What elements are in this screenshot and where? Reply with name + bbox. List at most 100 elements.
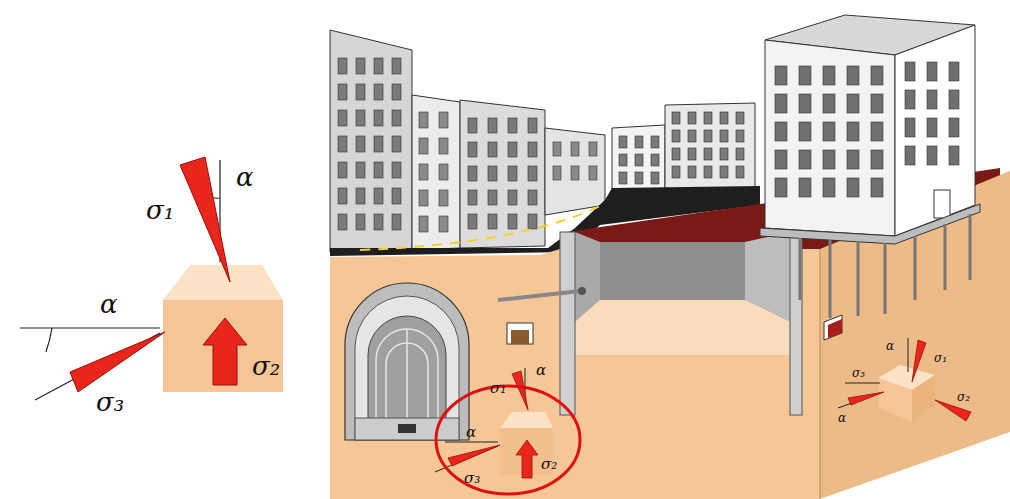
stress-cube-large	[20, 157, 283, 400]
tunnel-part	[345, 283, 469, 440]
excavation-pit-part	[578, 287, 586, 295]
window	[823, 122, 835, 141]
window	[799, 178, 811, 197]
window	[508, 118, 517, 133]
stress-cube-right-part	[845, 383, 880, 384]
window	[356, 84, 365, 100]
window	[392, 188, 401, 204]
window-grid	[619, 136, 659, 184]
window	[720, 112, 728, 124]
window	[439, 112, 448, 128]
window	[468, 142, 477, 157]
stress-cube-circled-part	[516, 440, 538, 478]
stress-cube-right-part	[912, 375, 935, 422]
window	[635, 172, 643, 184]
window	[651, 172, 659, 184]
window	[847, 94, 859, 113]
window	[528, 166, 537, 181]
window	[439, 138, 448, 154]
tunnel-part	[355, 418, 459, 440]
window	[553, 142, 561, 156]
window	[619, 172, 627, 184]
window	[488, 166, 497, 181]
building-right-part-part	[799, 238, 802, 300]
window	[374, 58, 383, 74]
building-right	[760, 15, 980, 318]
opening-part	[507, 323, 533, 344]
window	[704, 166, 712, 178]
window-grid	[338, 58, 401, 230]
window	[672, 166, 680, 178]
excavation-pit-part	[498, 291, 580, 300]
window	[338, 188, 347, 204]
window	[823, 178, 835, 197]
window	[736, 148, 744, 160]
window	[338, 162, 347, 178]
window	[847, 122, 859, 141]
stress-cube-circled-part	[448, 445, 500, 466]
stress-cube-large-part	[46, 328, 52, 352]
stress-cube-circled	[435, 368, 580, 494]
window	[823, 66, 835, 85]
window	[775, 178, 787, 197]
window	[508, 166, 517, 181]
window	[635, 154, 643, 166]
building-right-part-part	[829, 240, 832, 318]
window	[704, 130, 712, 142]
excavation-pit	[498, 232, 802, 415]
window	[736, 112, 744, 124]
building-right-part-part	[884, 243, 887, 314]
window	[356, 214, 365, 230]
window	[949, 118, 959, 137]
city-buildings-part	[460, 100, 545, 248]
window	[704, 148, 712, 160]
stress-cube-circled-part	[500, 412, 553, 428]
window	[488, 190, 497, 205]
opening-part	[824, 315, 842, 340]
window	[619, 154, 627, 166]
stress-label: σ₂	[252, 352, 280, 381]
window	[736, 166, 744, 178]
stress-cube-large-part	[70, 332, 165, 392]
stress-cube-right-part	[848, 392, 884, 405]
stress-label: σ₁	[146, 196, 174, 225]
window	[419, 190, 428, 206]
window	[799, 66, 811, 85]
angle-label: α	[536, 362, 546, 379]
window	[905, 146, 915, 165]
city-buildings-part	[412, 95, 460, 250]
stress-cube-large-part	[180, 157, 230, 282]
window	[905, 118, 915, 137]
window	[392, 162, 401, 178]
window	[488, 214, 497, 229]
angle-label: α	[466, 424, 476, 441]
stress-cube-large-part	[20, 327, 160, 328]
window-grid	[419, 112, 448, 232]
window	[799, 150, 811, 169]
excavation-pit-part	[575, 300, 790, 355]
window	[635, 136, 643, 148]
window	[847, 66, 859, 85]
window	[374, 110, 383, 126]
window	[589, 166, 597, 180]
angle-label: α	[838, 412, 846, 425]
window	[775, 122, 787, 141]
window	[927, 62, 937, 81]
window-grid	[905, 62, 959, 165]
window	[799, 94, 811, 113]
window	[468, 166, 477, 181]
window	[508, 190, 517, 205]
window	[468, 214, 477, 229]
stress-cube-circled-part	[512, 371, 528, 410]
city-buildings-part	[545, 128, 605, 215]
window	[927, 90, 937, 109]
city-buildings-part	[330, 30, 412, 252]
window	[688, 130, 696, 142]
window	[439, 164, 448, 180]
stress-cube-right	[838, 338, 971, 422]
stress-label: σ₃	[96, 388, 124, 417]
window	[392, 84, 401, 100]
window	[720, 148, 728, 160]
window	[392, 214, 401, 230]
window	[488, 118, 497, 133]
